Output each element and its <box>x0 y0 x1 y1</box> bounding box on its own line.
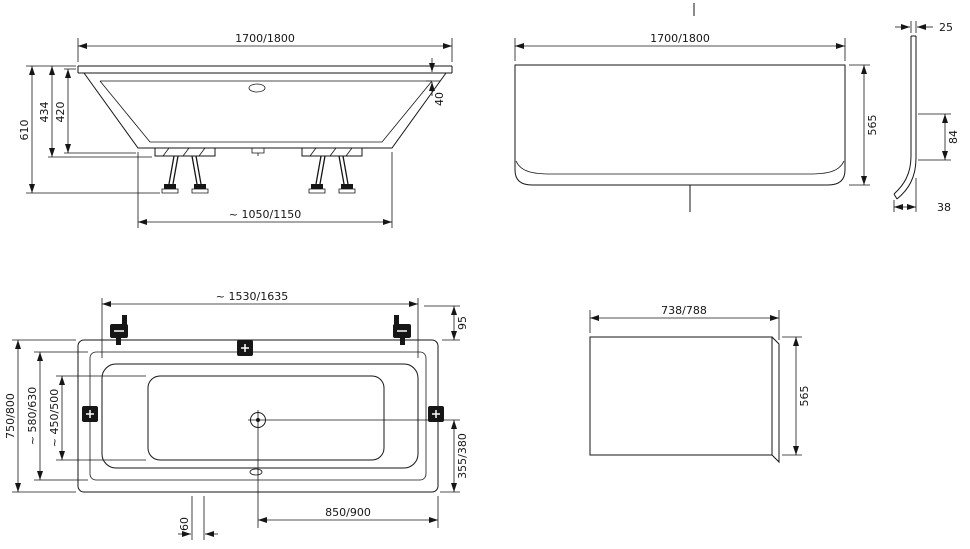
front-elevation-view: 1700/1800 610 434 420 40 ~ 1050/1150 <box>18 32 453 228</box>
overflow-symbol <box>249 468 263 476</box>
ext-line <box>101 298 419 358</box>
panel-profile-section: 25 84 38 <box>893 21 960 214</box>
ext-line <box>257 430 439 528</box>
leg-bracket <box>154 147 363 157</box>
dim-base-length-label: ~ 1050/1150 <box>229 208 301 221</box>
dim-drain-to-side-label: 355/380 <box>456 433 469 479</box>
dim-panel-length-label: 1700/1800 <box>650 32 710 45</box>
center-mark <box>689 3 695 212</box>
leg-foot <box>341 184 353 189</box>
dim-width-total-label: 750/800 <box>4 393 17 439</box>
leg-foot <box>194 184 206 189</box>
plan-view: ~ 1530/1635 95 750/800 ~ 580/630 ~ 450/5… <box>4 290 469 540</box>
dim-depth-label: 420 <box>54 102 67 123</box>
dim-overflow-offset-label: 60 <box>178 517 191 531</box>
side-panel-view: 738/788 565 <box>589 304 811 464</box>
dim-width-rim-label: ~ 580/630 <box>26 387 39 445</box>
bracket-icon-right <box>428 406 444 422</box>
basin-top-outline <box>101 363 419 469</box>
dim-profile-top-label: 25 <box>939 21 953 34</box>
drain-symbol <box>248 410 268 430</box>
dim-height-total-label: 610 <box>18 120 31 141</box>
drain-fitting <box>251 147 265 156</box>
front-panel-view: 1700/1800 565 25 84 38 <box>514 3 960 214</box>
dim-panel-height-label: 565 <box>866 115 879 136</box>
ext-line <box>191 496 205 540</box>
profile-outline <box>893 35 917 200</box>
dim-side-width-label: 738/788 <box>661 304 707 317</box>
ext-line <box>514 38 846 61</box>
dim-width-floor-label: ~ 450/500 <box>48 389 61 447</box>
side-panel-edge <box>771 336 780 464</box>
ext-line <box>589 310 780 340</box>
ext-line <box>12 339 76 493</box>
dim-profile-bottom-label: 38 <box>937 201 951 214</box>
ext-line <box>56 375 146 461</box>
tub-rim-outline <box>77 65 453 74</box>
basin-floor-outline <box>147 375 385 461</box>
bracket-hatch <box>162 147 353 157</box>
panel-outline <box>514 64 846 186</box>
dim-drain-to-end-label: 850/900 <box>325 506 371 519</box>
bracket-icon-top <box>237 340 253 356</box>
ext-line <box>34 351 88 481</box>
leg-foot <box>311 184 323 189</box>
leg-foot <box>164 184 176 189</box>
foot-pad <box>161 188 356 194</box>
ext-line <box>910 21 917 33</box>
overflow-icon <box>248 83 266 93</box>
panel-base-recess <box>515 160 845 175</box>
ext-line <box>77 38 453 62</box>
leg-struts <box>168 155 349 185</box>
dim-rim-drop-label: 40 <box>433 92 446 106</box>
side-panel-outline <box>589 336 773 456</box>
dim-side-height-label: 565 <box>798 386 811 407</box>
dim-inner-length-label: ~ 1530/1635 <box>216 290 288 303</box>
dim-profile-mid-label: 84 <box>947 130 960 144</box>
drain-crosshair <box>248 410 268 430</box>
handle-icon-right <box>393 315 411 345</box>
dim-height-shell-label: 434 <box>38 102 51 123</box>
bracket-icon-left <box>82 406 98 422</box>
ext-line <box>268 419 460 493</box>
ext-line <box>137 152 393 228</box>
dim-corner-offset-label: 95 <box>456 316 469 330</box>
support-legs <box>154 147 363 194</box>
tub-inner-outline <box>99 80 433 143</box>
tub-shell-outline <box>83 72 447 149</box>
ext-line <box>424 305 460 341</box>
handle-icon-left <box>110 315 128 345</box>
dim-front-length-label: 1700/1800 <box>235 32 295 45</box>
